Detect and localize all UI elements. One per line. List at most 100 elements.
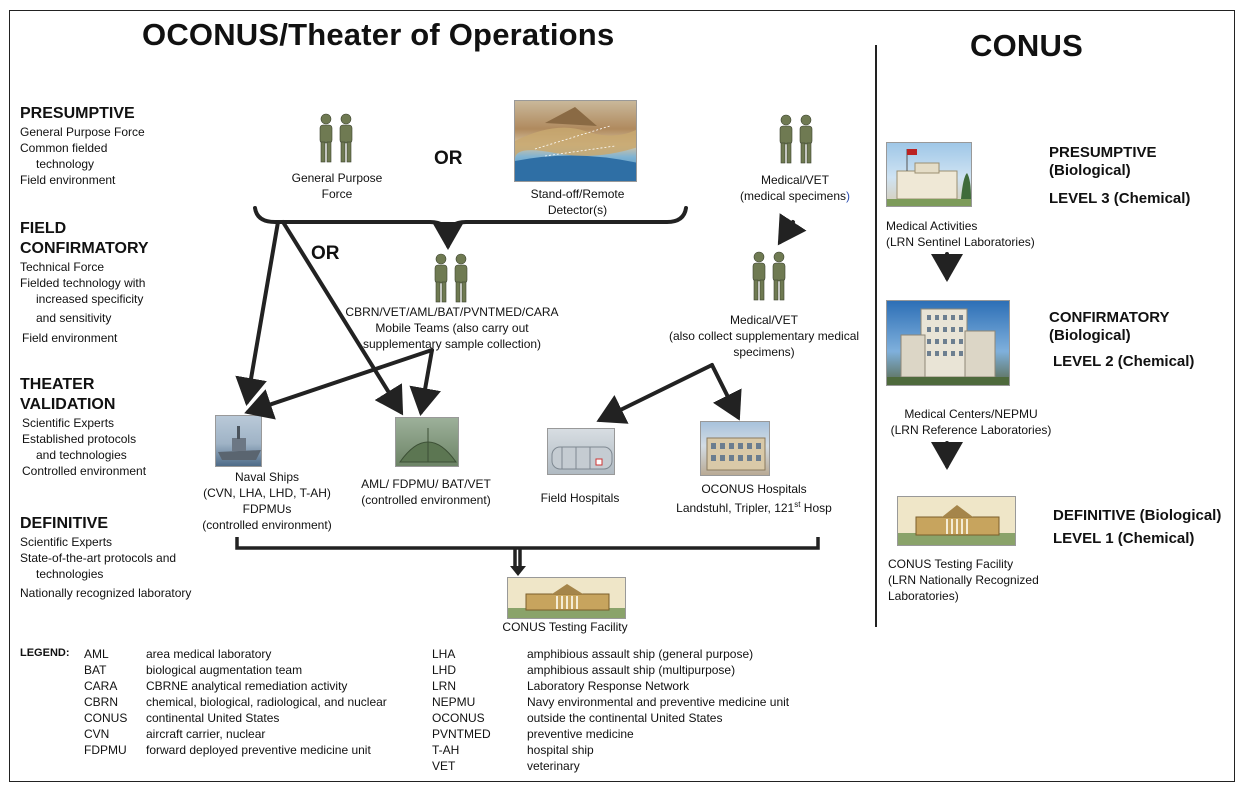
level-line: Common fielded [20,141,108,155]
oconus-hospital-image [700,421,770,476]
soldiers-icon [434,253,468,303]
legend-abbr: AML [84,647,109,661]
legend-def: hospital ship [527,743,594,757]
level-line: technologies [36,567,104,581]
cbrn-label: CBRN/VET/AML/BAT/PVNTMED/CARA Mobile Tea… [340,304,564,352]
oconus-title: OCONUS/Theater of Operations [142,17,615,52]
medical-activities-label: Medical Activities (LRN Sentinel Laborat… [886,218,1035,250]
legend-def: Navy environmental and preventive medici… [527,695,790,709]
standoff-label: Stand-off/Remote Detector(s) [515,186,640,218]
legend-def: veterinary [527,759,580,773]
conus-testing-facility-image [507,577,626,619]
soldiers-icon [319,113,353,163]
label-line: Laboratories) [888,589,959,603]
legend-def: outside the continental United States [527,711,723,725]
label-line: specimens) [733,345,795,359]
level-heading: FIELD [20,220,67,237]
label-line: (also collect supplementary medical [668,329,860,343]
or-label: OR [311,243,340,264]
conus-level3: LEVEL 3 (Chemical) [1049,190,1191,207]
oconus-hospitals-label: OCONUS Hospitals Landstuhl, Tripler, 121… [664,481,844,516]
level-line: Fielded technology with [20,276,146,290]
diagram-frame [9,10,1235,782]
label-line: (CVN, LHA, LHD, T-AH) [203,486,331,500]
level-line: Nationally recognized laboratory [20,586,192,600]
legend-abbr: LHA [432,647,456,661]
aml-label: AML/ FDPMU/ BAT/VET (controlled environm… [350,476,502,508]
label-line: (LRN Reference Laboratories) [890,423,1052,437]
label-line: (controlled environment) [202,518,332,532]
heading-line: PRESUMPTIVE [1049,144,1157,161]
legend-abbr: LRN [432,679,457,693]
legend-def: continental United States [146,711,280,725]
medvet-mid-label: Medical/VET (also collect supplementary … [650,312,878,360]
legend-abbr: CBRN [84,695,119,709]
conus-facility-right-image [897,496,1016,546]
label-superscript: st [794,500,801,509]
conus-confirmatory-heading: CONFIRMATORY (Biological) [1049,309,1170,345]
conus-testing-facility-label: CONUS Testing Facility [502,620,628,634]
medical-centers-label: Medical Centers/NEPMU (LRN Reference Lab… [886,406,1056,438]
medvet-top-label: Medical/VET (medical specimens) [720,172,870,204]
naval-ship-image [215,415,262,467]
level-line: Scientific Experts [20,535,113,549]
label-line: Naval Ships [234,470,300,484]
level-line: State-of-the-art protocols and [20,551,177,565]
aml-tent-image [395,417,459,467]
legend-abbr: CVN [84,727,110,741]
legend-abbr: CONUS [84,711,128,725]
level-line: Established protocols [22,432,137,446]
column-divider [875,45,877,627]
conus-presumptive-heading: PRESUMPTIVE (Biological) [1049,144,1157,180]
conus-facility-right-label: CONUS Testing Facility (LRN Nationally R… [888,556,1039,604]
label-line: Medical/VET [729,313,799,327]
heading-line: CONFIRMATORY [1049,309,1170,326]
soldiers-icon [752,251,786,301]
soldiers-icon [779,114,813,164]
label-line: Mobile Teams (also carry out [375,321,529,335]
or-label: OR [434,148,463,169]
level-line: technology [36,157,95,171]
label-line: CBRN/VET/AML/BAT/PVNTMED/CARA [345,305,559,319]
level-field-confirmatory: FIELD CONFIRMATORY Technical Force Field… [20,219,149,346]
label-line: (LRN Sentinel Laboratories) [886,235,1035,249]
label-line: Detector(s) [547,203,608,217]
conus-title: CONUS [970,28,1083,63]
heading-line: (Biological) [1049,327,1131,344]
level-line: General Purpose Force [20,125,145,139]
level-line: Field environment [20,173,116,187]
level-definitive: DEFINITIVE Scientific Experts State-of-t… [20,514,191,601]
legend-def: preventive medicine [527,727,634,741]
level-line: and technologies [36,448,127,462]
level-theater-validation: THEATER VALIDATION Scientific Experts Es… [20,375,146,479]
legend-def: amphibious assault ship (multipurpose) [527,663,736,677]
level-line: Field environment [22,331,118,345]
label-line: OCONUS Hospitals [701,482,807,496]
label-line: CONUS Testing Facility [888,557,1014,571]
medical-activities-image [886,142,972,207]
standoff-detector-image [514,100,637,182]
label-line: (medical specimens) [720,188,870,204]
legend-abbr: NEPMU [432,695,476,709]
level-heading: PRESUMPTIVE [20,105,135,122]
medical-centers-image [886,300,1010,386]
level-heading: VALIDATION [20,396,116,413]
legend-abbr: LHD [432,663,457,677]
legend-abbr: VET [432,759,456,773]
legend-def: aircraft carrier, nuclear [146,727,266,741]
label-line-text: Landstuhl, Tripler, 121 [676,501,795,515]
label-line-text: (medical specimens [739,189,847,203]
label-line: (LRN Nationally Recognized [888,573,1039,587]
label-line: Medical/VET [760,173,830,187]
level-line: increased specificity [36,292,144,306]
label-line: Medical Activities [886,219,978,233]
label-line: supplementary sample collection) [362,337,542,351]
label-line-text: Hosp [800,501,832,515]
label-line: Stand-off/Remote [530,187,625,201]
conus-level2: LEVEL 2 (Chemical) [1053,353,1195,370]
gpf-label: General Purpose Force [270,170,404,202]
field-hospitals-label: Field Hospitals [540,491,620,505]
legend-abbr: BAT [84,663,107,677]
level-line: Scientific Experts [22,416,115,430]
label-line: Landstuhl, Tripler, 121st Hosp [664,497,844,516]
